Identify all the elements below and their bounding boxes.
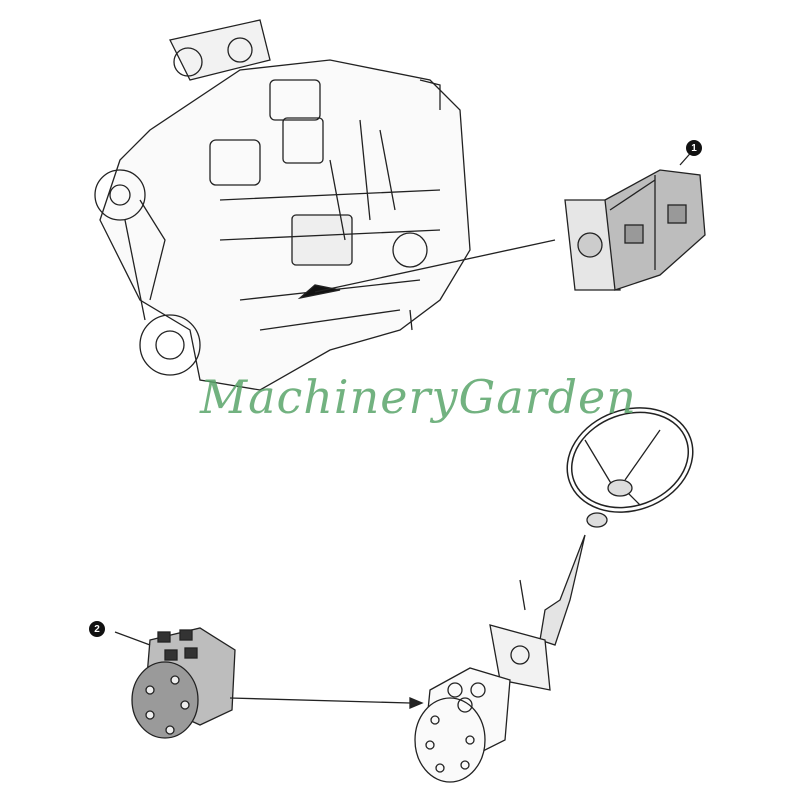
leader-line-1 xyxy=(314,239,556,293)
watermark: MachineryGarden xyxy=(200,370,637,424)
callout-1: 1 xyxy=(686,140,702,156)
engine-illustration xyxy=(94,19,471,391)
leader-line-2 xyxy=(229,697,411,704)
steering-unit-installed-illustration xyxy=(414,667,511,783)
hydraulic-pump-illustration xyxy=(564,147,706,291)
steering-wheel-illustration xyxy=(489,407,694,691)
callout-2: 2 xyxy=(89,621,105,637)
steering-unit-illustration xyxy=(114,627,236,739)
